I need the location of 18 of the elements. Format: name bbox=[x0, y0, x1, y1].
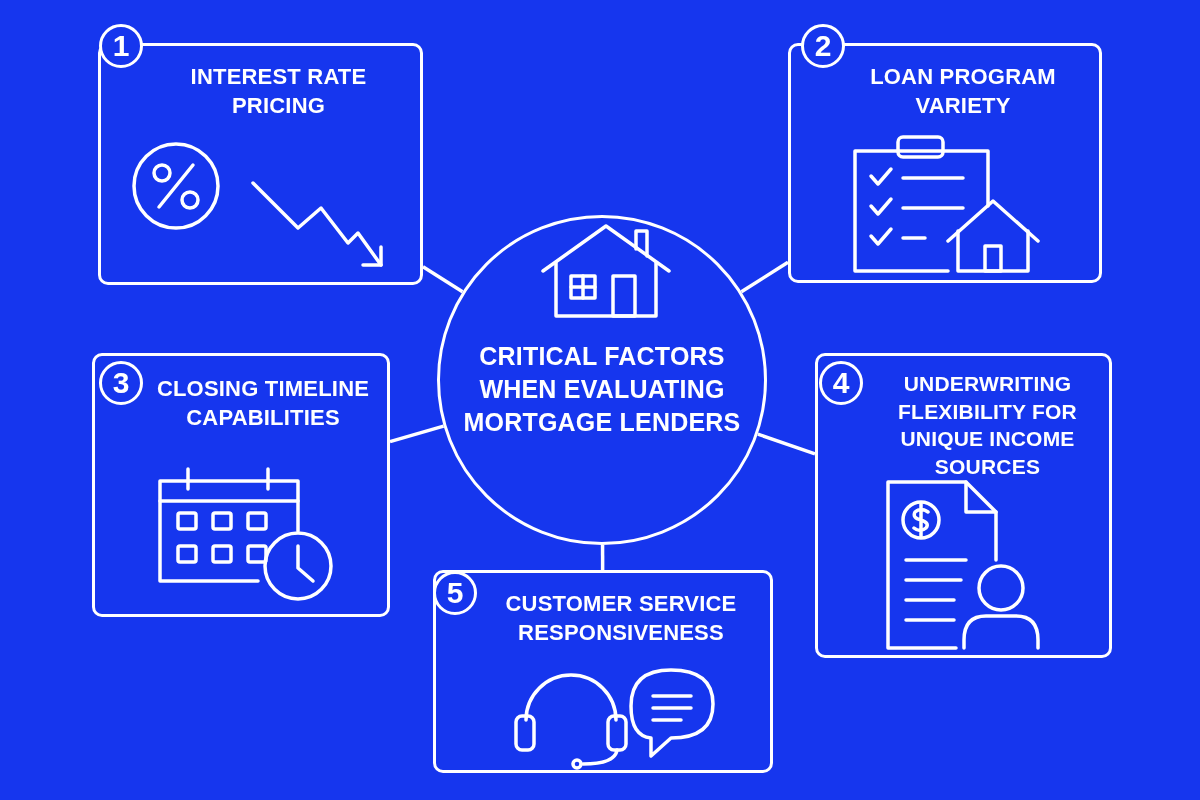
factor-title: CUSTOMER SERVICE RESPONSIVENESS bbox=[504, 590, 738, 648]
number-badge: 5 bbox=[433, 571, 477, 615]
number-badge: 2 bbox=[801, 24, 845, 68]
number-badge: 1 bbox=[99, 24, 143, 68]
number-badge: 4 bbox=[819, 361, 863, 405]
number-badge: 3 bbox=[99, 361, 143, 405]
factor-box bbox=[433, 570, 773, 773]
central-title: CRITICAL FACTORS WHEN EVALUATING MORTGAGE LENDERS bbox=[462, 341, 742, 438]
connector-line bbox=[600, 545, 605, 570]
factor-title: CLOSING TIMELINE CAPABILITIES bbox=[155, 375, 371, 433]
factor-title: INTEREST RATE PRICING bbox=[189, 63, 368, 121]
connector-line bbox=[389, 424, 445, 444]
connector-line bbox=[422, 265, 464, 294]
factor-title: LOAN PROGRAM VARIETY bbox=[869, 63, 1057, 121]
factor-title: UNDERWRITING FLEXIBILITY FOR UNIQUE INCOME SOURCES bbox=[897, 371, 1078, 481]
connector-line bbox=[757, 432, 816, 456]
factor-box bbox=[92, 353, 390, 617]
connector-line bbox=[740, 260, 789, 294]
